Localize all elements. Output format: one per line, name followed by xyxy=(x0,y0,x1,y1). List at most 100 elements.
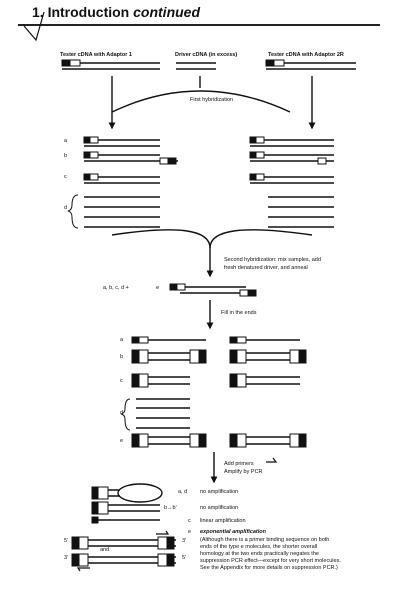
left-brace-d xyxy=(67,194,79,229)
driver-molecule xyxy=(176,62,216,70)
outcome-e-text: exponential amplification xyxy=(200,529,267,535)
f-a-r-open xyxy=(236,336,247,344)
left-c-adaptor-open xyxy=(89,173,99,181)
mix-label: a, b, c, d + xyxy=(103,285,129,291)
right-c-adaptor-dark xyxy=(249,173,257,181)
step-fill-ends: Fill in the ends xyxy=(221,310,257,316)
prime-3-top: 3' xyxy=(182,538,187,544)
prime-3-bottom: 3' xyxy=(64,555,69,561)
row-label-a1: a xyxy=(64,138,68,144)
mix-e-dark-right xyxy=(247,289,257,297)
label-driver: Driver cDNA (in excess) xyxy=(175,52,238,58)
mix-e-open-right xyxy=(239,289,249,297)
adaptor-2r-block xyxy=(265,59,275,67)
o-b-open xyxy=(97,501,109,515)
left-b-adaptor-open xyxy=(89,151,99,159)
right-c-adaptor-open xyxy=(255,173,265,181)
section-title: Introduction xyxy=(47,4,130,20)
right-a-adaptor-open xyxy=(255,136,265,144)
f-a-r-dark xyxy=(229,336,238,344)
mix-label-e: e xyxy=(156,285,160,291)
section-subtitle: continued xyxy=(133,4,201,20)
o-pan-dark xyxy=(91,486,99,500)
o-e1-open xyxy=(78,536,89,550)
row-label-e2: e xyxy=(120,438,124,444)
outcome-note-5: See the Appendix for more details on sup… xyxy=(200,565,338,571)
step-first-hybridization: First hybridization xyxy=(190,97,234,103)
f-b-r-open-r xyxy=(289,349,300,364)
f-e-l-open xyxy=(138,433,149,448)
adaptor-1-open xyxy=(69,59,81,67)
f-b-l-open-r xyxy=(189,349,200,364)
row-label-c1: c xyxy=(64,174,67,180)
left-a-adaptor-dark xyxy=(83,136,91,144)
mix-e-dark-left xyxy=(169,283,178,291)
left-b-adaptor-dark xyxy=(83,151,91,159)
filled-row-d-left xyxy=(136,398,190,429)
right-brace-d xyxy=(120,398,131,431)
outcome-c-label: c xyxy=(188,518,191,524)
label-tester2r: Tester cDNA with Adaptor 2R xyxy=(268,52,344,58)
f-a-l-open xyxy=(138,336,149,344)
right-a-adaptor-dark xyxy=(249,136,257,144)
outcome-note-3: homology at the two ends practically neg… xyxy=(200,551,319,557)
f-a-l-dark xyxy=(131,336,140,344)
row-label-a2: a xyxy=(120,337,124,343)
f-c-l-open xyxy=(138,373,149,388)
o-e2-dark xyxy=(71,553,80,567)
page-title: 1. Introduction continued xyxy=(32,4,200,20)
row-label-d1: d xyxy=(64,205,68,211)
mix-e-open-left xyxy=(176,283,186,291)
outcome-note-2: ends of the type e molecules, the shorte… xyxy=(200,544,318,550)
outcome-c-text: linear amplification xyxy=(200,518,246,524)
step-second-hyb-2: fresh denatured driver, and anneal xyxy=(224,265,308,271)
step-second-hyb-1: Second hybridization: mix samples, add xyxy=(224,257,321,263)
converge-left xyxy=(111,229,211,249)
o-e1-open-r xyxy=(157,536,168,550)
right-b-adaptor-dark xyxy=(249,151,257,159)
outcome-e-label: e xyxy=(188,529,192,535)
f-c-l-dark xyxy=(131,373,140,388)
f-e-l-dark xyxy=(131,433,140,448)
o-e2-dark-r xyxy=(166,553,175,567)
row-label-d2: d xyxy=(120,410,124,416)
outcome-ad-label: a, d xyxy=(178,489,188,495)
right-b-adaptor-open-right xyxy=(317,157,327,165)
f-e-l-open-r xyxy=(189,433,200,448)
outcome-b-text: no amplification xyxy=(200,505,239,511)
step-amplify: Amplify by PCR xyxy=(224,469,263,475)
outcome-b-label: b→b' xyxy=(164,505,177,511)
prime-5-top: 5' xyxy=(64,538,69,544)
adaptor-2r-open xyxy=(273,59,285,67)
f-b-l-dark xyxy=(131,349,140,364)
outcome-note-4: suppression PCR effect—except for very s… xyxy=(200,558,341,564)
label-tester1: Tester cDNA with Adaptor 1 xyxy=(60,52,132,58)
o-e1-dark-r xyxy=(166,536,175,550)
o-c-dark xyxy=(91,516,99,524)
right-row-d xyxy=(268,196,334,228)
o-pan-open xyxy=(97,486,109,500)
o-e2-open xyxy=(78,553,89,567)
f-b-r-dark-r xyxy=(298,349,307,364)
left-b-adaptor-open-right xyxy=(159,157,169,165)
f-e-r-open-r xyxy=(289,433,300,448)
adaptor-1-block xyxy=(61,59,71,67)
f-b-l-open xyxy=(138,349,149,364)
f-b-r-open xyxy=(236,349,247,364)
left-c-adaptor-dark xyxy=(83,173,91,181)
f-e-r-dark-r xyxy=(298,433,307,448)
prime-5-bottom: 5' xyxy=(182,555,187,561)
check-mark-icon xyxy=(23,11,45,42)
left-a-adaptor-open xyxy=(89,136,99,144)
right-b-adaptor-open xyxy=(255,151,265,159)
left-b-adaptor-dark-right xyxy=(167,157,177,165)
driver-merge-curve xyxy=(111,90,291,113)
f-c-r-dark xyxy=(229,373,238,388)
step-add-primers: Add primers xyxy=(224,461,254,467)
f-e-r-dark xyxy=(229,433,238,448)
f-e-l-dark-r xyxy=(198,433,207,448)
f-e-r-open xyxy=(236,433,247,448)
primer-bottom-icon xyxy=(76,567,90,572)
o-e1-dark xyxy=(71,536,80,550)
